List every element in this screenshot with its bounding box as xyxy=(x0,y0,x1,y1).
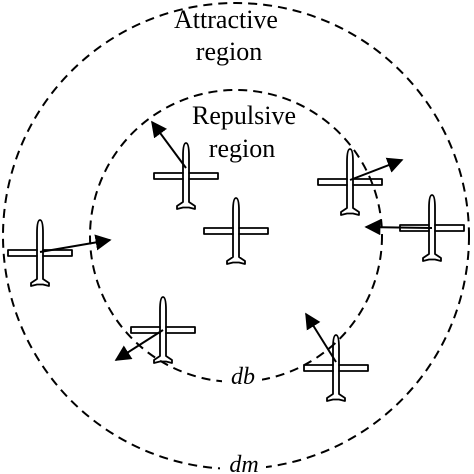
uav-agent-icon xyxy=(7,219,73,287)
velocity-arrow xyxy=(151,120,187,169)
inner-radius-label: db xyxy=(231,364,255,390)
repulsive-region-label-line1: Repulsive xyxy=(192,101,296,130)
velocity-arrow xyxy=(39,234,112,253)
repulsive-region-label-line2: region xyxy=(209,134,275,163)
attractive-region-label-line2: region xyxy=(196,37,262,66)
uav-agent-icon xyxy=(203,197,269,265)
velocity-arrow xyxy=(364,219,433,236)
attractive-region-label-line1: Attractive xyxy=(174,5,278,34)
velocity-arrow xyxy=(305,312,337,363)
uav-agent-icon xyxy=(303,334,369,402)
attractive-region-boundary xyxy=(2,2,470,470)
outer-radius-label: dm xyxy=(229,452,258,474)
outer-radius-label-backdrop xyxy=(220,454,266,474)
velocity-arrow xyxy=(349,157,404,181)
inner-radius-label-backdrop xyxy=(222,362,262,390)
velocity-arrow xyxy=(114,329,164,361)
